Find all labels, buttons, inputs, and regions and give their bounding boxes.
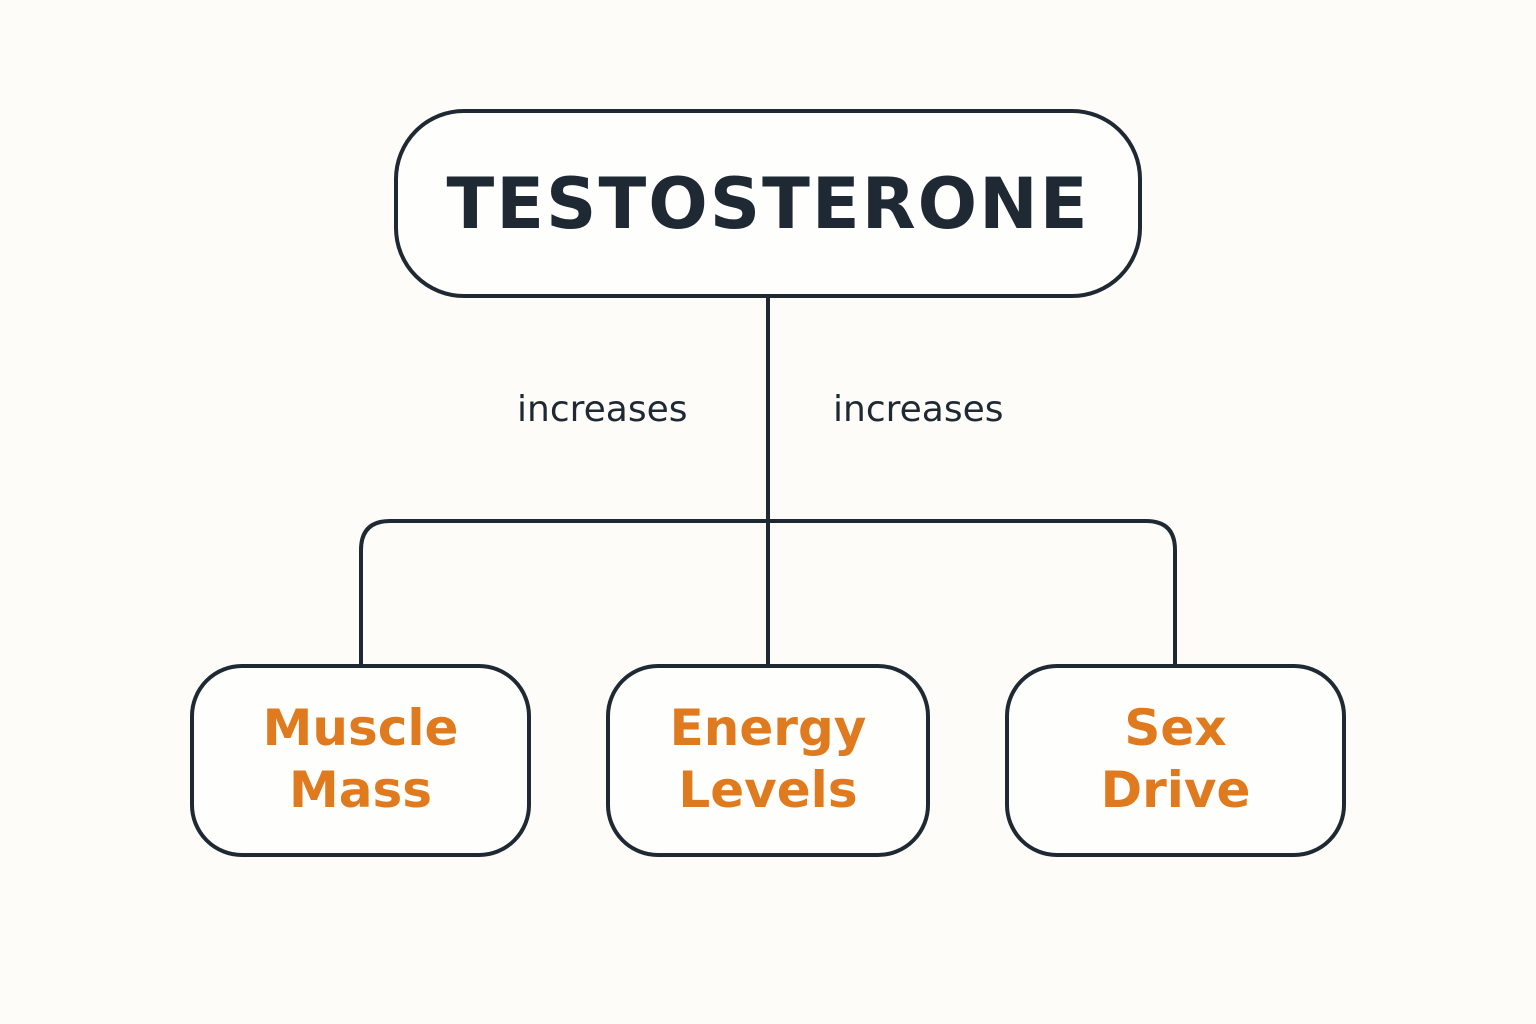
child-node-sex-drive: Sex Drive [1005,664,1346,857]
branch-connector [359,519,1177,664]
child-label: Energy Levels [669,698,867,819]
root-label: TESTOSTERONE [446,162,1090,245]
child-label: Muscle Mass [262,698,459,819]
edge-label-left: increases [517,389,688,430]
child-label: Sex Drive [1100,698,1251,819]
child-node-muscle-mass: Muscle Mass [190,664,531,857]
edge-label-right: increases [833,389,1004,430]
child-node-energy-levels: Energy Levels [606,664,930,857]
root-node: TESTOSTERONE [394,109,1142,298]
